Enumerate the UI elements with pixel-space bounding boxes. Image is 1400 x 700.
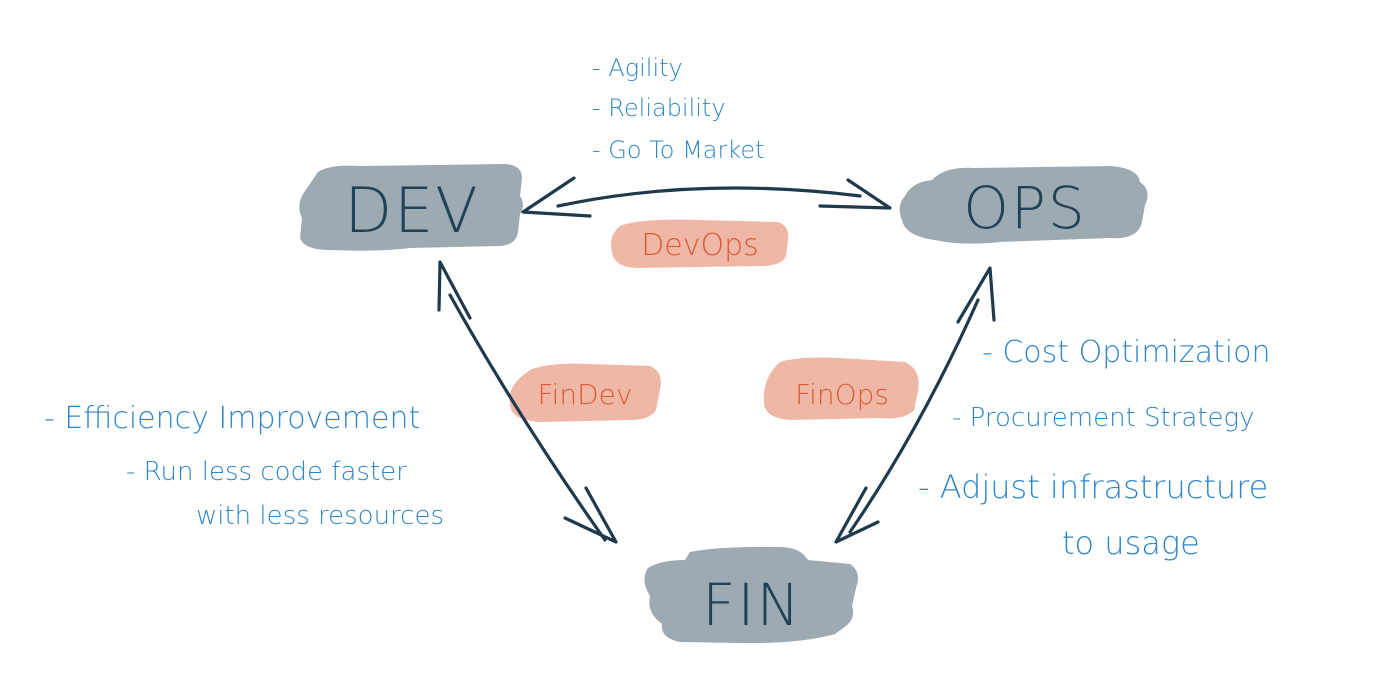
node-ops: OPS [899, 166, 1148, 244]
note-findev-item: with less resources [196, 501, 444, 531]
notes-finops: - Cost Optimization - Procurement Strate… [918, 335, 1271, 562]
relation-devops-label: DevOps [641, 228, 759, 263]
node-fin-background [644, 546, 858, 644]
note-finops-item: - Cost Optimization [982, 335, 1271, 370]
notes-findev: - Efficiency Improvement - Run less code… [44, 401, 444, 531]
relation-findev: FinDev [509, 363, 661, 422]
note-findev-item: - Efficiency Improvement [44, 401, 420, 436]
node-ops-background [899, 166, 1148, 244]
note-devops-item: - Reliability [592, 94, 726, 122]
notes-devops: - Agility - Reliability - Go To Market [592, 54, 765, 164]
relation-finops: FinOps [763, 357, 919, 420]
relation-devops: DevOps [611, 219, 789, 268]
relation-finops-background [763, 357, 919, 420]
relation-findev-label: FinDev [538, 378, 633, 411]
node-fin: FIN [644, 546, 858, 644]
note-findev-item: - Run less code faster [126, 457, 407, 487]
note-finops-item: - Procurement Strategy [952, 403, 1255, 433]
node-dev-background [299, 164, 523, 251]
relation-devops-background [611, 219, 789, 268]
node-dev-label: DEV [344, 174, 479, 247]
relation-findev-background [509, 363, 661, 422]
node-dev: DEV [299, 164, 523, 251]
note-devops-item: - Go To Market [592, 136, 765, 164]
node-ops-label: OPS [963, 174, 1086, 242]
arrow-ops-fin [834, 266, 996, 544]
arrow-dev-ops [521, 176, 892, 218]
note-devops-item: - Agility [592, 54, 683, 82]
node-fin-label: FIN [702, 571, 802, 639]
note-finops-item: - Adjust infrastructure [918, 468, 1268, 506]
relation-finops-label: FinOps [795, 378, 889, 411]
arrow-dev-fin [437, 260, 618, 544]
note-finops-item: to usage [1062, 524, 1200, 562]
